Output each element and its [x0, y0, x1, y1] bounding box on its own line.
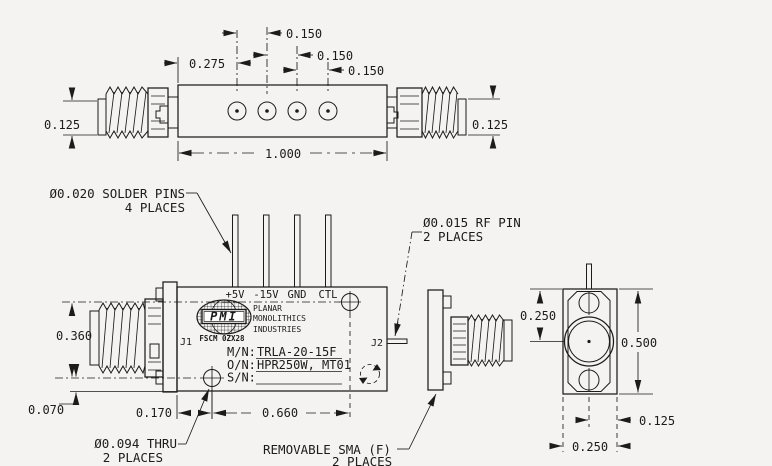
- top-view-pin-holes: [227, 101, 338, 121]
- dim-center-top: 0.250: [520, 309, 556, 323]
- logo-text: PMI: [210, 310, 238, 324]
- dim-connector-left: 0.125: [44, 118, 80, 132]
- pin-labels: +5V -15V GND CTL: [226, 289, 338, 301]
- serial-label: S/N:: [227, 371, 256, 385]
- dim-pin-spacing-1: 0.150: [286, 27, 322, 41]
- dim-hole-bottom: 0.070: [28, 403, 64, 417]
- dim-hole-left: 0.170: [136, 406, 172, 420]
- mounting-hole-upper: [339, 291, 361, 418]
- company-line-3: INDUSTRIES: [253, 325, 301, 334]
- pin-label-gnd: GND: [288, 289, 307, 301]
- front-view-dimensions: 0.360 0.070 0.170 0.660: [28, 303, 349, 420]
- rf-pin-note: Ø0.015 RF PIN 2 PLACES: [394, 215, 521, 337]
- company-name: PLANAR MONOLITHICS INDUSTRIES: [253, 304, 306, 334]
- top-view-left-connector: [97, 85, 179, 140]
- solder-note-line-1: Ø0.020 SOLDER PINS: [50, 186, 185, 201]
- end-view-pin: [586, 263, 592, 290]
- end-view-dimensions: 0.250 0.500 0.125 0.250: [520, 288, 675, 454]
- top-view: 0.150 0.150 0.150 0.275 0.125 0.125 1.: [44, 27, 508, 161]
- pmi-logo: PMI FSCM 0ZX28: [196, 299, 252, 343]
- end-view-screw-holes: [578, 291, 600, 392]
- dim-center-right: 0.125: [639, 414, 675, 428]
- dim-hole-spacing: 0.660: [262, 406, 298, 420]
- solder-pins: [232, 214, 332, 288]
- label-block: M/N: TRLA-20-15F O/N: HPR250W, MT01 S/N:: [227, 345, 351, 385]
- thru-note-line-2: 2 PLACES: [103, 450, 163, 465]
- logo-fscm-code: FSCM 0ZX28: [199, 334, 245, 343]
- front-view: +5V -15V GND CTL: [28, 214, 408, 420]
- thru-note-line-1: Ø0.094 THRU: [94, 436, 177, 451]
- j2-rf-pin: [386, 338, 408, 344]
- rotation-symbol: [359, 364, 381, 384]
- pin-label-neg15v: -15V: [253, 289, 279, 301]
- order-label: O/N:: [227, 358, 256, 372]
- order-value: HPR250W, MT01: [257, 358, 351, 372]
- j1-label: J1: [180, 337, 192, 348]
- dim-connector-right: 0.125: [472, 118, 508, 132]
- company-line-2: MONOLITHICS: [253, 314, 306, 323]
- dim-first-pin: 0.275: [189, 57, 225, 71]
- model-value: TRLA-20-15F: [257, 345, 336, 359]
- removable-sma-note: REMOVABLE SMA (F) 2 PLACES: [263, 393, 437, 466]
- model-label: M/N:: [227, 345, 256, 359]
- rf-pin-note-line-2: 2 PLACES: [423, 229, 483, 244]
- dim-pin-spacing-3: 0.150: [348, 64, 384, 78]
- thru-hole-note: Ø0.094 THRU 2 PLACES: [94, 388, 210, 465]
- sma-note-line-2: 2 PLACES: [332, 454, 392, 466]
- removable-sma-view: [427, 289, 513, 391]
- solder-pins-note: Ø0.020 SOLDER PINS 4 PLACES: [50, 186, 232, 254]
- callout-notes: Ø0.020 SOLDER PINS 4 PLACES Ø0.015 RF PI…: [50, 186, 521, 466]
- pin-label-ctl: CTL: [319, 289, 338, 301]
- end-view-connector-face: [563, 316, 615, 367]
- dim-body-length: 1.000: [265, 147, 301, 161]
- front-view-left-connector: [89, 281, 178, 393]
- dim-hole-vertical: 0.360: [56, 329, 92, 343]
- pin-label-5v: +5V: [226, 289, 246, 301]
- sma-note-line-1: REMOVABLE SMA (F): [263, 442, 391, 457]
- rf-pin-note-line-1: Ø0.015 RF PIN: [423, 215, 521, 230]
- dim-width: 0.250: [572, 440, 608, 454]
- top-view-dimensions: 0.150 0.150 0.150 0.275 0.125 0.125 1.: [44, 27, 508, 161]
- j2-label: J2: [371, 338, 383, 349]
- dim-pin-spacing-2: 0.150: [317, 49, 353, 63]
- end-view: 0.250 0.500 0.125 0.250: [520, 263, 675, 454]
- top-view-body: [177, 84, 388, 138]
- company-line-1: PLANAR: [253, 304, 282, 313]
- dim-height: 0.500: [621, 336, 657, 350]
- top-view-right-connector: [386, 85, 467, 140]
- solder-note-line-2: 4 PLACES: [125, 200, 185, 215]
